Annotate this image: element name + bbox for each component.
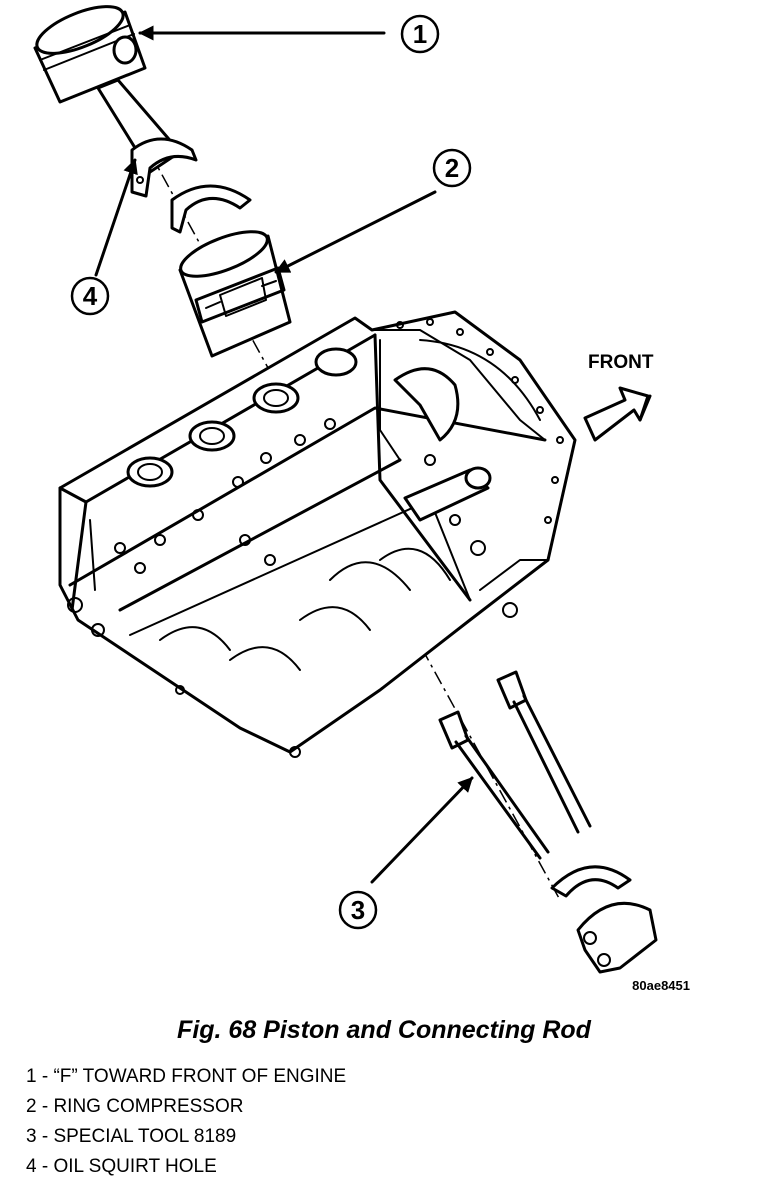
callout-4-leader	[94, 158, 138, 277]
upper-bearing-shell	[170, 184, 252, 234]
piston-connecting-rod	[33, 5, 198, 198]
legend-list: 1 - “F” TOWARD FRONT OF ENGINE 2 - RING …	[26, 1062, 346, 1182]
callout-4-number: 4	[83, 281, 98, 311]
callout-2-circle	[432, 148, 472, 188]
callout-3-number: 3	[351, 895, 365, 925]
figure-id: 80ae8451	[632, 978, 690, 993]
legend-item: 1 - “F” TOWARD FRONT OF ENGINE	[26, 1066, 347, 1087]
callout-3-circle	[338, 890, 378, 930]
callout-2-number: 2	[445, 153, 459, 183]
front-label: FRONT	[588, 352, 654, 373]
bearing-cap	[550, 865, 658, 974]
figure-caption: Fig. 68 Piston and Connecting Rod	[177, 1016, 591, 1044]
engine-assembly-diagram: FRONT 1 2 3 4 80ae8451	[33, 5, 690, 993]
callout-4-circle	[70, 276, 110, 316]
legend-item: 4 - OIL SQUIRT HOLE	[26, 1156, 217, 1177]
callout-3-leader	[370, 776, 474, 884]
callout-1-circle	[400, 14, 440, 54]
callout-2-leader	[274, 190, 437, 274]
special-tool-rods	[438, 670, 592, 860]
callout-1-number: 1	[413, 19, 427, 49]
ring-compressor	[178, 230, 292, 358]
engine-block	[58, 310, 577, 758]
legend-item: 3 - SPECIAL TOOL 8189	[26, 1126, 237, 1147]
legend-item: 2 - RING COMPRESSOR	[26, 1096, 244, 1117]
front-direction-arrow	[583, 386, 652, 442]
